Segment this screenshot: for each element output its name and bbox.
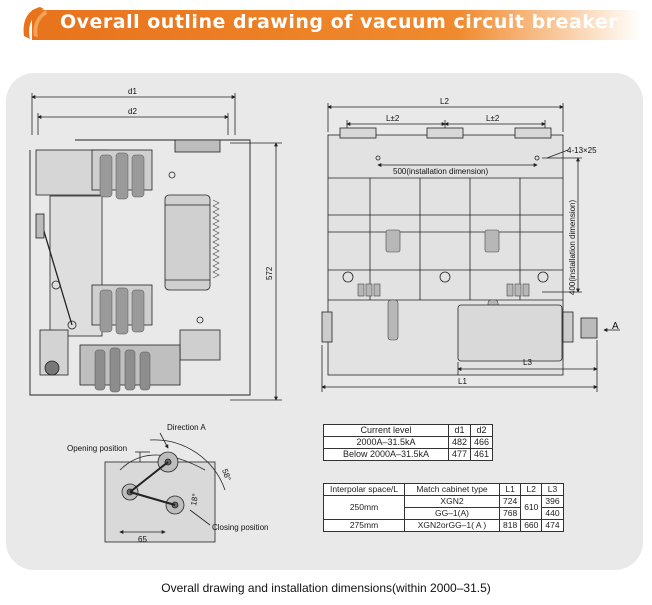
cell: 474 — [541, 519, 564, 532]
cell: 396 — [541, 495, 564, 508]
cell: 660 — [520, 519, 543, 532]
dim-l2: L2 — [440, 97, 449, 106]
cell: 482 — [447, 436, 472, 449]
cell-250mm: 250mm — [323, 495, 405, 520]
cell: 818 — [498, 519, 522, 532]
cell-xgn2orgg: XGN2orGG–1( A ) — [404, 519, 500, 532]
detail-view — [104, 432, 226, 543]
page-title: Overall outline drawing of vacuum circui… — [60, 11, 619, 33]
table-row: 250mm XGN2 724 610 396 — [323, 495, 564, 520]
dim-400: 400(installation dimension) — [568, 200, 577, 296]
header-interpolar-space: Interpolar space/L — [323, 483, 405, 496]
dim-500: 500(installation dimension) — [393, 167, 489, 176]
dim-d2: d2 — [128, 107, 137, 116]
cell: 466 — [470, 436, 494, 449]
dim-l1: L1 — [458, 377, 467, 386]
cell-gg1a: GG–1(A) — [404, 507, 500, 520]
side-view — [29, 93, 282, 401]
angle-18: 18° — [189, 493, 200, 506]
dim-572: 572 — [265, 266, 274, 280]
header-l1: L1 — [498, 483, 522, 496]
dim-l-left: L±2 — [386, 114, 400, 123]
cell: 440 — [541, 507, 564, 520]
header-cabinet-type: Match cabinet type — [404, 483, 500, 496]
title-banner: Overall outline drawing of vacuum circui… — [10, 6, 640, 40]
cell: 2000A–31.5kA — [323, 436, 449, 449]
header-d1: d1 — [447, 424, 472, 437]
dim-l3: L3 — [523, 358, 532, 367]
current-level-table: Current level d1 d2 2000A–31.5kA 482 466… — [323, 424, 494, 461]
dim-65: 65 — [138, 535, 147, 544]
hole-spec: 4-13×25 — [567, 146, 597, 155]
direction-a-label: Direction A — [167, 423, 206, 432]
header-l3: L3 — [541, 483, 564, 496]
table-row: 275mm XGN2orGG–1( A ) 818 660 474 — [323, 519, 564, 532]
cell-610: 610 — [520, 495, 543, 520]
figure-caption: Overall drawing and installation dimensi… — [161, 581, 491, 595]
table-header: Current level d1 d2 — [323, 424, 494, 437]
cabinet-match-table: Interpolar space/L Match cabinet type L1… — [323, 483, 564, 532]
cell: 724 — [498, 495, 522, 508]
front-view — [321, 103, 620, 392]
cell: Below 2000A–31.5kA — [323, 448, 449, 461]
dim-l-right: L±2 — [486, 114, 500, 123]
header-l2: L2 — [520, 483, 543, 496]
dim-d1: d1 — [128, 87, 137, 96]
banner-leaf-icon — [23, 7, 47, 39]
cell: 477 — [447, 448, 472, 461]
cell: 461 — [470, 448, 494, 461]
cell-xgn2: XGN2 — [404, 495, 500, 508]
banner-bar — [32, 10, 640, 40]
header-d2: d2 — [470, 424, 494, 437]
direction-marker-a: A — [612, 321, 619, 332]
table-row: 2000A–31.5kA 482 466 — [323, 436, 494, 449]
table-header: Interpolar space/L Match cabinet type L1… — [323, 483, 564, 496]
table-row: Below 2000A–31.5kA 477 461 — [323, 448, 494, 461]
cell-275mm: 275mm — [323, 519, 405, 532]
angle-58: 58° — [220, 468, 233, 482]
opening-position-label: Opening position — [67, 444, 127, 453]
cell: 768 — [498, 507, 522, 520]
header-current-level: Current level — [323, 424, 449, 437]
closing-position-label: Closing position — [212, 523, 268, 532]
